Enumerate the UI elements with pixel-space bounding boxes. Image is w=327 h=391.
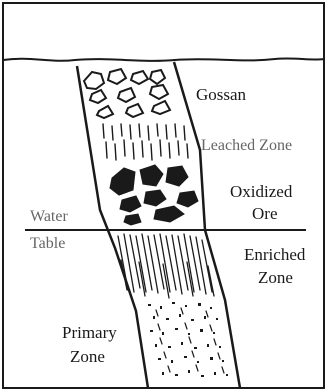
leached-zone-streaks <box>103 124 188 160</box>
label-oxidized-line2: Ore <box>252 204 277 223</box>
primary-zone-ticks <box>156 308 224 373</box>
label-enriched-line1: Enriched <box>244 245 306 264</box>
ore-vein-right-edge <box>174 62 240 388</box>
label-water-line1: Water <box>30 208 68 225</box>
label-primary-line1: Primary <box>62 323 117 342</box>
label-oxidized-line1: Oxidized <box>230 182 293 201</box>
label-enriched-line2: Zone <box>258 268 293 287</box>
label-primary-line2: Zone <box>70 347 105 366</box>
label-water-line2: Table <box>30 235 65 252</box>
gossan-boulders <box>84 69 170 118</box>
oxidized-ore-blocks <box>110 165 198 225</box>
ground-surface-line <box>3 58 324 60</box>
enriched-zone-streaks <box>118 234 214 298</box>
label-leached-zone: Leached Zone <box>201 137 292 154</box>
label-gossan: Gossan <box>196 85 247 104</box>
